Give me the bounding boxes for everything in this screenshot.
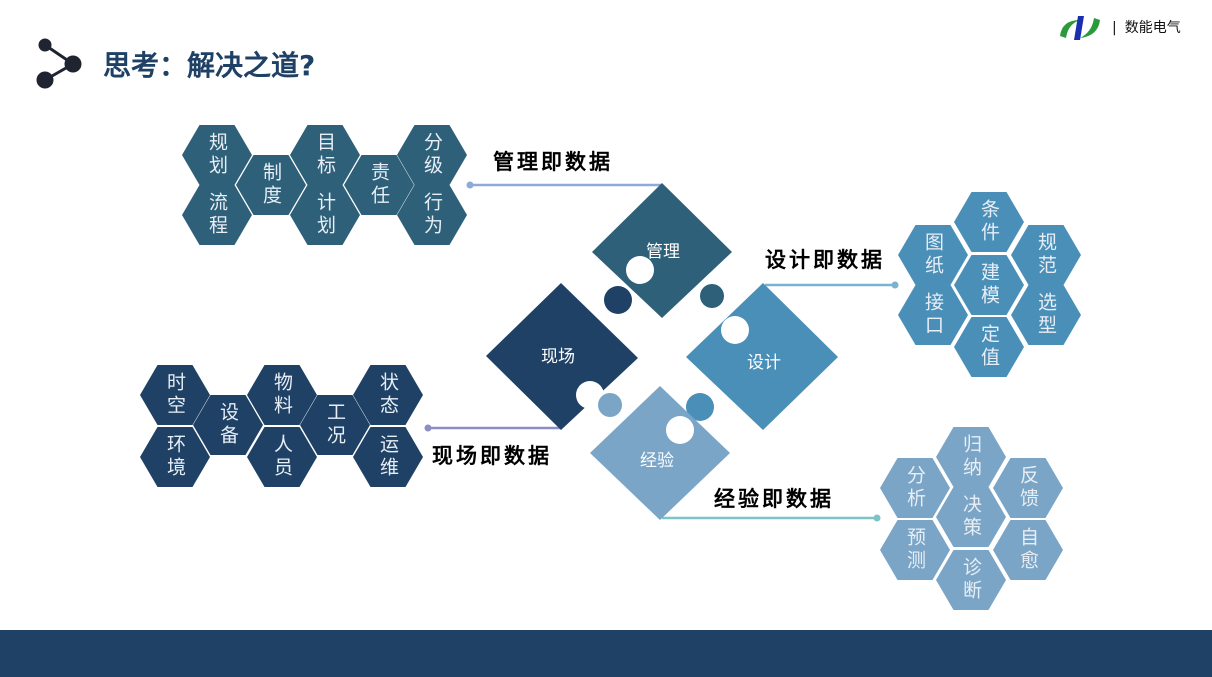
- experience-hexagon: 决策: [936, 487, 1006, 547]
- label-design-data: 设计即数据: [765, 248, 885, 272]
- design-hexagon: 图纸: [898, 225, 968, 285]
- brand-separator: |: [1112, 20, 1117, 36]
- field-hexagon: 设备: [193, 395, 263, 455]
- design-hexagon: 条件: [954, 192, 1024, 252]
- label-management-data: 管理即数据: [493, 150, 613, 174]
- footer-bar: [0, 630, 1212, 677]
- brand-name: | 数能电气: [1112, 17, 1181, 37]
- brand-logo-icon: [1060, 16, 1100, 40]
- brand-text: 数能电气: [1124, 20, 1181, 36]
- experience-hexagon: 诊断: [936, 550, 1006, 610]
- puzzle-piece-field: [486, 283, 638, 430]
- page-title: 思考：解决之道?: [103, 49, 316, 82]
- puzzle-piece-design: [686, 283, 838, 430]
- connector-lines: [424, 181, 899, 522]
- experience-hexagon: 预测: [880, 520, 950, 580]
- network-icon: [36, 38, 82, 89]
- label-experience-data: 经验即数据: [714, 487, 834, 511]
- puzzle-label-management: 管理: [646, 242, 680, 262]
- field-hexagon: 环境: [140, 427, 210, 487]
- management-hexagon: 规划: [182, 125, 252, 185]
- field-hexagon: 时空: [140, 365, 210, 425]
- experience-hexagon: 分析: [880, 458, 950, 518]
- design-hexagon: 定值: [954, 317, 1024, 377]
- puzzle-piece-experience: [590, 386, 730, 520]
- label-field-data: 现场即数据: [432, 444, 552, 468]
- puzzle-label-design: 设计: [747, 353, 781, 373]
- puzzle-piece-management: [592, 183, 732, 318]
- design-hexagon: 建模: [954, 255, 1024, 315]
- experience-hexagon: 归纳: [936, 427, 1006, 487]
- management-hexagon: 流程: [182, 185, 252, 245]
- design-hexagon: 接口: [898, 285, 968, 345]
- puzzle-label-experience: 经验: [640, 451, 674, 471]
- puzzle-label-field: 现场: [541, 347, 575, 367]
